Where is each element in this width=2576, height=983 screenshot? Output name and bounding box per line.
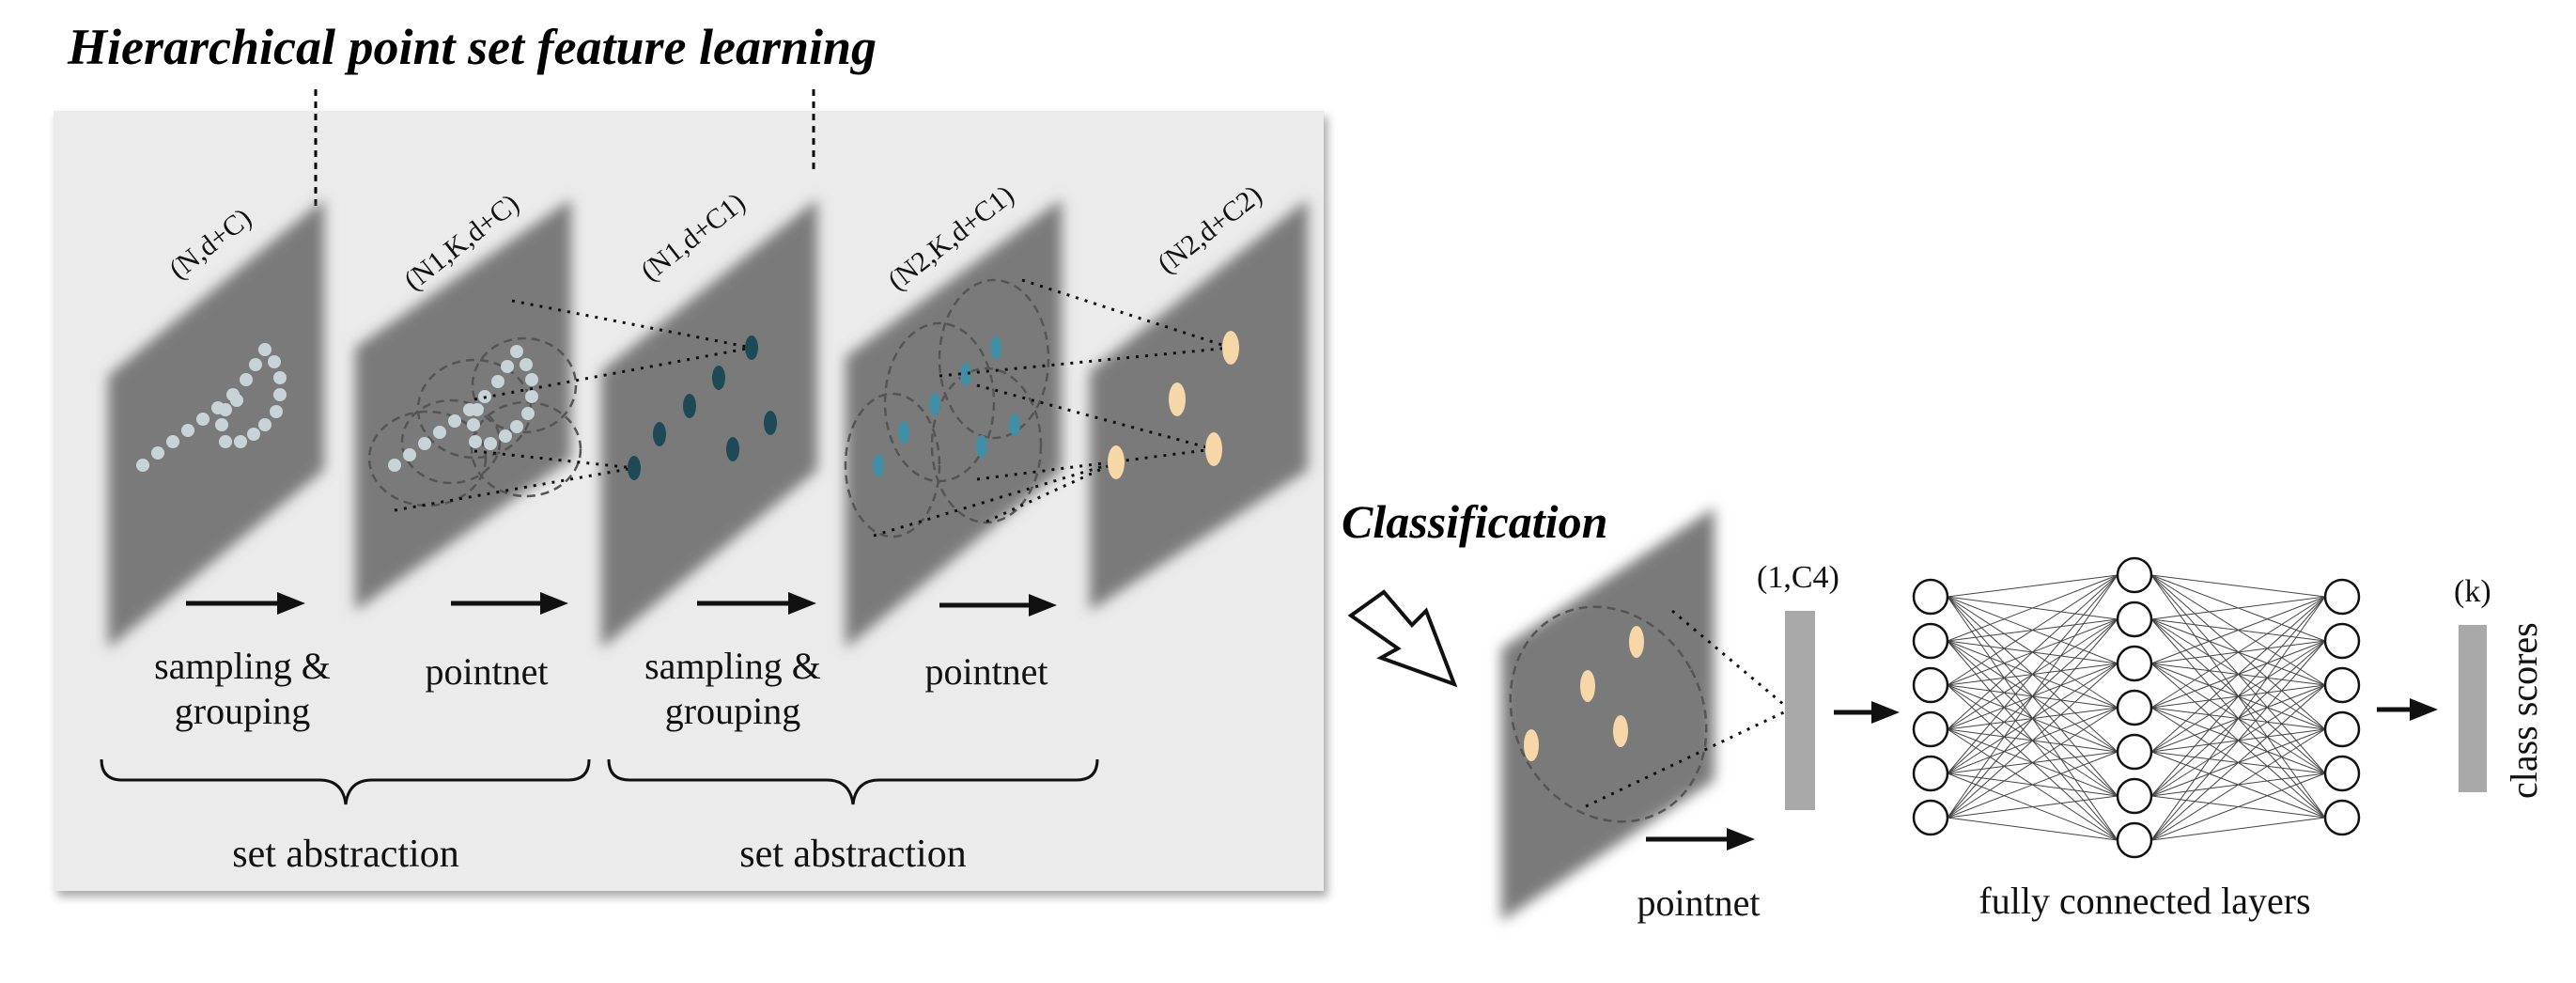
fc-edge — [2150, 728, 2326, 841]
fc-edge — [2150, 574, 2326, 598]
vector-to-network-arrow — [1834, 701, 1900, 724]
grouped-points — [388, 345, 538, 472]
classification-points — [1524, 626, 1644, 761]
fc-neuron — [2116, 689, 2153, 726]
feature-plane-5 — [1090, 199, 1308, 611]
fc-neuron — [2116, 645, 2153, 682]
step-label-1: sampling & — [154, 645, 331, 687]
fc-neuron — [2116, 601, 2153, 638]
step-arrows — [186, 592, 1057, 616]
class-scores-vector — [2459, 625, 2487, 792]
classification-group-region — [1509, 605, 1708, 823]
fc-neuron — [2323, 799, 2361, 836]
fc-neuron — [1912, 710, 1949, 748]
projection-lines-2 — [873, 278, 1232, 538]
fc-edge — [1947, 663, 2118, 819]
classification-plane — [1501, 507, 1715, 921]
fc-edge — [2150, 817, 2326, 841]
classification-pointnet-arrow — [1646, 828, 1755, 850]
classification-pointnet-label: pointnet — [1637, 882, 1760, 924]
step-label-2: pointnet — [425, 650, 548, 693]
fc-edge — [2150, 596, 2326, 841]
fc-neuron — [2323, 710, 2361, 748]
fc-neuron — [2323, 755, 2361, 792]
feature-plane-3 — [601, 199, 817, 648]
fc-edge — [2150, 596, 2326, 709]
classification-projection-lines — [1585, 609, 1791, 808]
fc-edge — [1947, 751, 2118, 819]
brace-label-1: set abstraction — [232, 833, 458, 876]
fc-edge — [1947, 574, 2118, 774]
sampled-points — [628, 335, 777, 480]
fc-neuron — [2116, 821, 2153, 859]
input-points — [136, 343, 287, 472]
fc-neuron — [1912, 578, 1949, 616]
feature-plane-2 — [355, 199, 571, 611]
fc-neuron — [2116, 777, 2153, 815]
fc-edge — [1947, 574, 2118, 819]
classification-title: Classification — [1342, 495, 1607, 548]
global-feature-vector — [1785, 611, 1815, 810]
brace-set-abstraction-2 — [607, 758, 1099, 805]
fc-edge — [2150, 596, 2326, 797]
fc-neuron — [2323, 622, 2361, 660]
step-label-3b: grouping — [665, 690, 800, 732]
fc-edge — [2150, 596, 2326, 620]
fc-edge — [1947, 574, 2118, 642]
fc-edge — [2150, 596, 2326, 753]
fc-neuron — [2323, 666, 2361, 704]
scores-dim-label: (k) — [2454, 574, 2491, 609]
fully-connected-nodes — [1912, 556, 2361, 859]
grouped-points-2 — [873, 336, 1020, 476]
fc-edge — [1947, 574, 2118, 686]
fc-neuron — [2323, 578, 2361, 616]
brace-label-2: set abstraction — [739, 833, 966, 876]
fc-edge — [2150, 772, 2326, 841]
fc-edge — [1947, 707, 2118, 819]
fc-edge — [1947, 817, 2118, 841]
fc-neuron — [2116, 733, 2153, 771]
class-scores-label: class scores — [2503, 622, 2545, 799]
network-to-scores-arrow — [2377, 698, 2438, 721]
projection-lines-1 — [394, 299, 753, 512]
fully-connected-label: fully connected layers — [1979, 880, 2310, 922]
fully-connected-edges — [1947, 574, 2326, 841]
step-label-4: pointnet — [924, 650, 1047, 693]
fc-neuron — [1912, 799, 1949, 836]
fc-edge — [2150, 684, 2326, 841]
grouping-regions-2 — [844, 278, 1050, 538]
fc-edge — [1947, 574, 2118, 730]
fc-neuron — [1912, 755, 1949, 792]
fc-edge — [2150, 640, 2326, 841]
hollow-arrow-icon — [1347, 589, 1458, 688]
step-label-1b: grouping — [175, 690, 310, 732]
brace-set-abstraction-1 — [100, 758, 591, 805]
fc-neuron — [1912, 622, 1949, 660]
fc-edge — [2150, 596, 2326, 664]
fc-edge — [1947, 618, 2118, 819]
step-label-3: sampling & — [644, 645, 821, 687]
global-feature-label: (1,C4) — [1757, 560, 1839, 595]
abstracted-points — [1108, 331, 1239, 479]
fc-edge — [1947, 574, 2118, 598]
diagram-title: Hierarchical point set feature learning — [67, 19, 877, 75]
fc-neuron — [2116, 556, 2153, 594]
fc-edge — [1947, 795, 2118, 819]
fc-neuron — [1912, 666, 1949, 704]
